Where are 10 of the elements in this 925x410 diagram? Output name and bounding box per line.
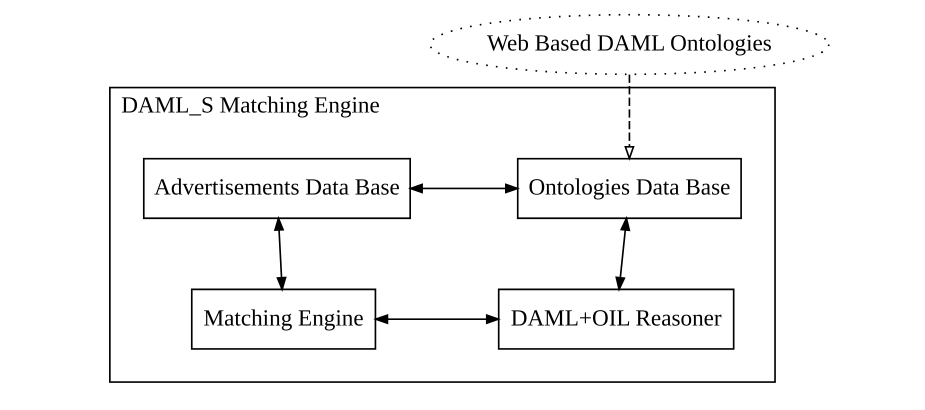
node-box: DAML+OIL Reasoner <box>498 288 734 350</box>
node-box: Advertisements Data Base <box>142 158 411 220</box>
arrow <box>373 314 501 324</box>
arrow <box>615 216 630 292</box>
arrow <box>274 216 287 292</box>
arrow <box>408 183 520 194</box>
arrow <box>624 74 635 161</box>
node-ellipse: Web Based DAML Ontologies <box>429 14 830 76</box>
node-box: Ontologies Data Base <box>516 158 742 220</box>
node-box: Matching Engine <box>190 288 376 350</box>
